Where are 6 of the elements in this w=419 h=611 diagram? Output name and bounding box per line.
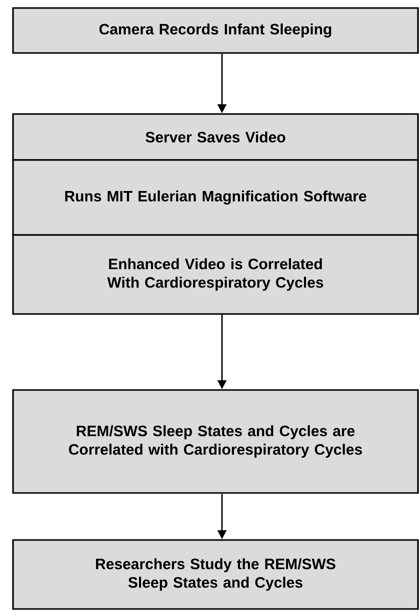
process-box: REM/SWS Sleep States and Cycles are Correlated with Cardiorespiratory Cycles <box>12 389 419 494</box>
process-box: Server Saves Video <box>12 113 419 161</box>
process-box: Camera Records Infant Sleeping <box>12 7 419 54</box>
process-box: Researchers Study the REM/SWS Sleep States and Cycles <box>12 539 419 610</box>
process-box: Runs MIT Eulerian Magnification Software <box>12 159 419 236</box>
process-box: Enhanced Video is Correlated With Cardiorespiratory Cycles <box>12 234 419 315</box>
